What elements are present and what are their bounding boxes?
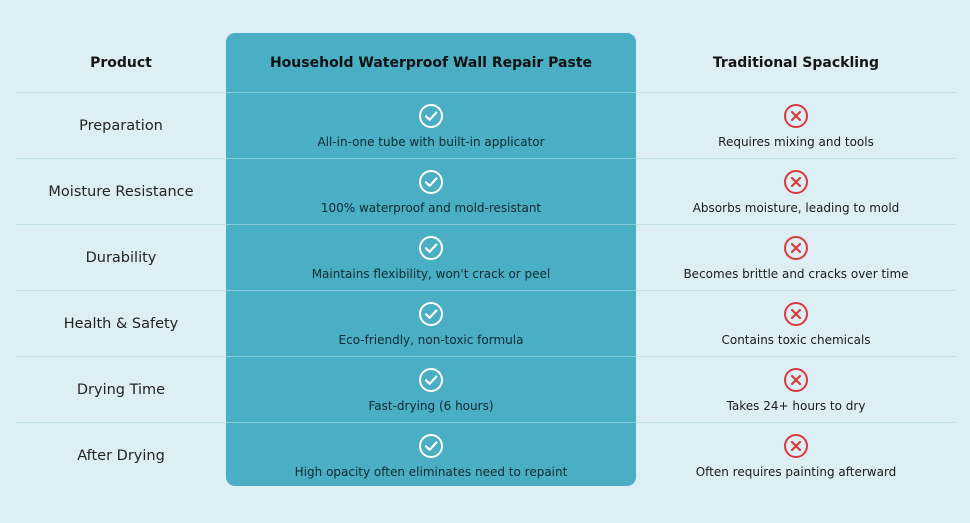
paste-cell: 100% waterproof and mold-resistant (226, 158, 636, 224)
table-row: Moisture Resistance 100% waterproof and … (16, 158, 956, 224)
spackling-description: Takes 24+ hours to dry (726, 398, 866, 413)
spackling-cell: Takes 24+ hours to dry (636, 357, 956, 422)
table-body: Preparation All-in-one tube with built-i… (16, 92, 956, 488)
check-circle-icon (419, 433, 443, 458)
paste-description: All-in-one tube with built-in applicator (317, 134, 545, 149)
paste-cell: Eco-friendly, non-toxic formula (226, 290, 636, 356)
table-header-row: Product Household Waterproof Wall Repair… (16, 33, 956, 92)
spackling-description: Often requires painting afterward (695, 464, 897, 479)
paste-cell: Fast-drying (6 hours) (226, 356, 636, 422)
x-circle-icon (784, 235, 808, 260)
paste-description: High opacity often eliminates need to re… (294, 464, 568, 479)
table-row: Health & Safety Eco-friendly, non-toxic … (16, 290, 956, 356)
table-row: Durability Maintains flexibility, won't … (16, 224, 956, 290)
paste-cell: High opacity often eliminates need to re… (226, 422, 636, 488)
table-row: Drying Time Fast-drying (6 hours) Takes … (16, 356, 956, 422)
feature-label: Health & Safety (63, 315, 179, 332)
spackling-description: Requires mixing and tools (718, 134, 874, 149)
feature-label: Preparation (79, 117, 163, 134)
check-circle-icon (419, 103, 443, 128)
feature-label: Drying Time (76, 381, 166, 398)
paste-description: Maintains flexibility, won't crack or pe… (311, 266, 551, 281)
check-circle-icon (419, 367, 443, 392)
spackling-cell: Absorbs moisture, leading to mold (636, 159, 956, 224)
paste-description: Fast-drying (6 hours) (368, 398, 494, 413)
table-row: After Drying High opacity often eliminat… (16, 422, 956, 488)
x-circle-icon (784, 103, 808, 128)
feature-label: After Drying (77, 447, 165, 464)
feature-label: Moisture Resistance (48, 183, 194, 200)
paste-cell: All-in-one tube with built-in applicator (226, 92, 636, 158)
spackling-cell: Contains toxic chemicals (636, 291, 956, 356)
feature-label: Durability (85, 249, 157, 266)
paste-cell: Maintains flexibility, won't crack or pe… (226, 224, 636, 290)
spackling-description: Absorbs moisture, leading to mold (692, 200, 900, 215)
header-traditional-spackling: Traditional Spackling (712, 54, 880, 71)
check-circle-icon (419, 301, 443, 326)
comparison-table: Product Household Waterproof Wall Repair… (16, 33, 956, 488)
spackling-description: Contains toxic chemicals (721, 332, 871, 347)
check-circle-icon (419, 235, 443, 260)
header-product: Product (90, 54, 152, 71)
spackling-cell: Often requires painting afterward (636, 423, 956, 488)
spackling-description: Becomes brittle and cracks over time (683, 266, 909, 281)
paste-description: 100% waterproof and mold-resistant (320, 200, 542, 215)
x-circle-icon (784, 367, 808, 392)
paste-description: Eco-friendly, non-toxic formula (338, 332, 524, 347)
spackling-cell: Becomes brittle and cracks over time (636, 225, 956, 290)
x-circle-icon (784, 433, 808, 458)
x-circle-icon (784, 169, 808, 194)
spackling-cell: Requires mixing and tools (636, 93, 956, 158)
table-row: Preparation All-in-one tube with built-i… (16, 92, 956, 158)
header-waterproof-paste: Household Waterproof Wall Repair Paste (269, 54, 593, 71)
check-circle-icon (419, 169, 443, 194)
x-circle-icon (784, 301, 808, 326)
